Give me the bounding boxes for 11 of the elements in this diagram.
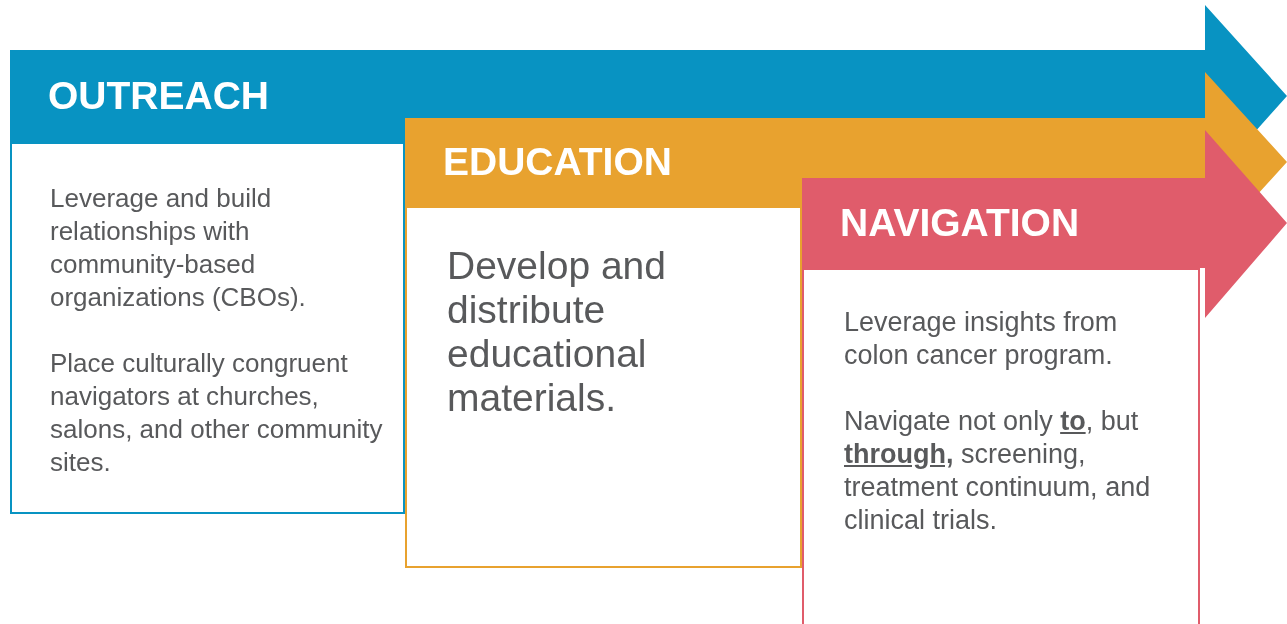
body-text: Leverage insights from colon cancer program. — [844, 306, 1119, 372]
body-text: Navigate not only to, but through, screening, treatment continuum, and clinical trials. — [844, 405, 1152, 537]
banner-heading: NAVIGATION — [840, 200, 1080, 246]
text-panel — [10, 142, 405, 514]
banner-heading: EDUCATION — [443, 139, 672, 185]
text-panel — [802, 268, 1200, 624]
body-text: Leverage and build relationships with community-based organizations (CBOs). — [50, 182, 307, 314]
banner-heading: OUTREACH — [48, 73, 269, 119]
body-text: Place culturally congruent navigators at churches, salons, and other community sites. — [50, 347, 383, 479]
body-text: Develop and distribute educational materials. — [447, 244, 667, 420]
text-panel — [405, 206, 802, 568]
